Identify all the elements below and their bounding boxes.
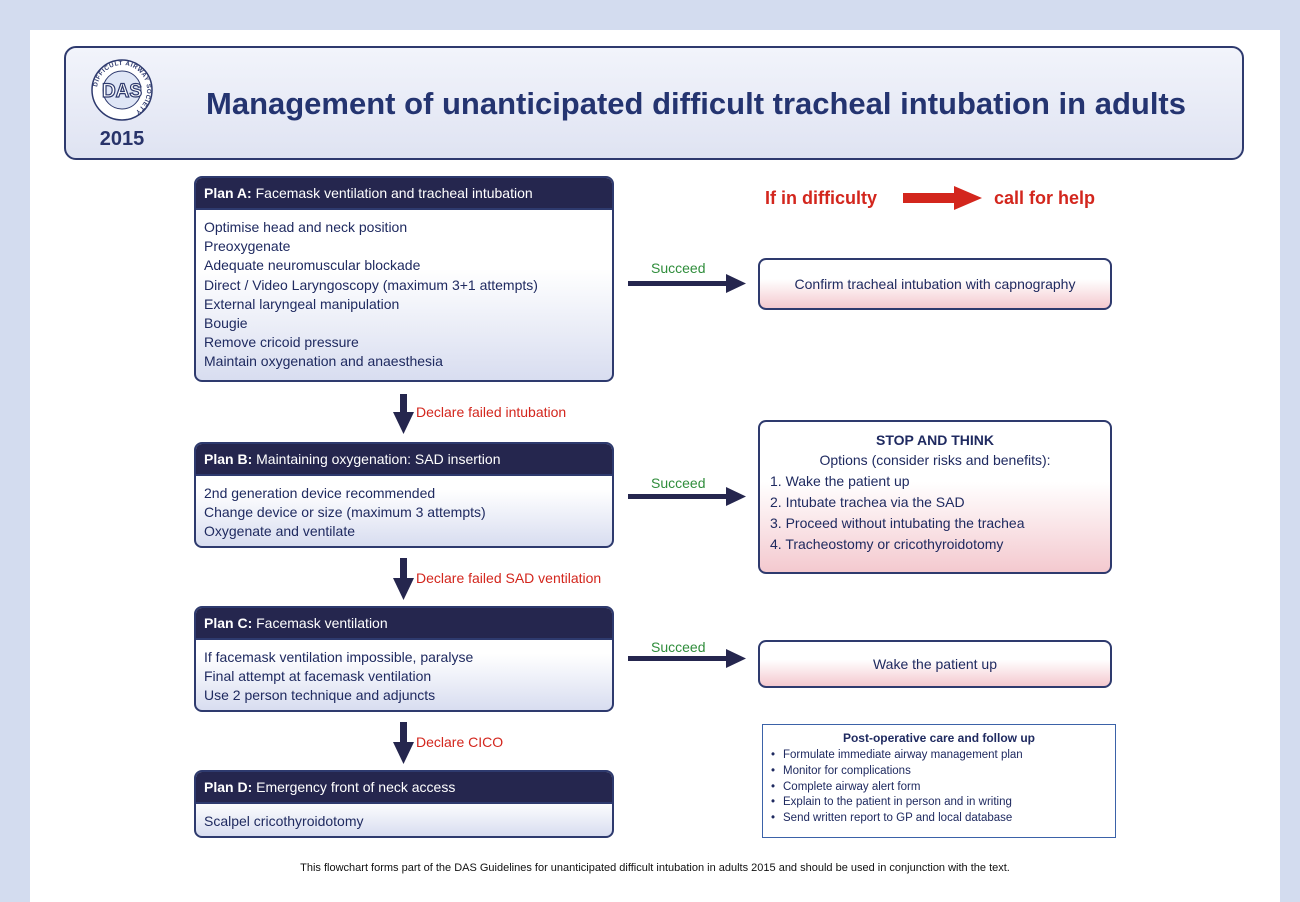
declare-failed-intubation: Declare failed intubation (416, 404, 567, 420)
post-op-item: Monitor for complications (763, 764, 1115, 780)
stop-option: 3. Proceed without intubating the trache… (770, 515, 1025, 531)
stop-and-think-box: STOP AND THINK Options (consider risks a… (758, 420, 1112, 574)
help-text-left: If in difficulty (765, 188, 877, 208)
stop-option: 2. Intubate trachea via the SAD (770, 494, 965, 510)
stop-option: 1. Wake the patient up (770, 473, 910, 489)
plan-b-header: Plan B: Maintaining oxygenation: SAD ins… (196, 444, 612, 476)
plan-d-title: Emergency front of neck access (256, 779, 456, 795)
post-op-item: Complete airway alert form (763, 780, 1115, 796)
plan-b-body: 2nd generation device recommended Change… (196, 476, 612, 546)
stop-subtitle: Options (consider risks and benefits): (819, 452, 1051, 468)
post-op-item: Send written report to GP and local data… (763, 811, 1115, 827)
plan-a-item: Preoxygenate (204, 238, 291, 255)
logo-text: DAS (102, 81, 142, 102)
stop-title: STOP AND THINK (876, 432, 994, 448)
plan-a-item: Maintain oxygenation and anaesthesia (204, 353, 443, 370)
confirm-intubation-box: Confirm tracheal intubation with capnogr… (758, 258, 1112, 310)
wake-patient-text: Wake the patient up (872, 656, 997, 672)
plan-b-item: Oxygenate and ventilate (204, 523, 355, 540)
plan-a-item: External laryngeal manipulation (204, 295, 400, 312)
succeed-label-a: Succeed (651, 260, 706, 276)
arrows-layer (393, 186, 982, 764)
post-op-item: Explain to the patient in person and in … (763, 795, 1115, 811)
succeed-arrow-c-icon (628, 649, 746, 668)
succeed-label-b: Succeed (651, 475, 706, 491)
plan-c-title: Facemask ventilation (256, 615, 388, 631)
plan-a-label: Plan A: (204, 185, 252, 201)
stop-option: 4. Tracheostomy or cricothyroidotomy (770, 536, 1004, 552)
plan-b-item: 2nd generation device recommended (204, 485, 436, 501)
plan-c-label: Plan C: (204, 615, 253, 631)
plan-d-label: Plan D: (204, 779, 253, 795)
flowchart-page: DIFFICULT AIRWAY SOCIETY DAS 2015 Manage… (30, 30, 1280, 902)
post-op-item: Formulate immediate airway management pl… (763, 748, 1115, 764)
succeed-arrow-a-icon (628, 274, 746, 293)
plan-d-box: Plan D: Emergency front of neck access S… (194, 770, 614, 838)
declare-failed-sad: Declare failed SAD ventilation (416, 570, 602, 586)
succeed-arrow-b-icon (628, 487, 746, 506)
plan-c-header: Plan C: Facemask ventilation (196, 608, 612, 640)
plan-c-item: Final attempt at facemask ventilation (204, 668, 432, 685)
plan-c-item: If facemask ventilation impossible, para… (204, 649, 474, 665)
succeed-label-c: Succeed (651, 639, 706, 655)
down-arrow-a-icon (393, 394, 414, 434)
plan-d-header: Plan D: Emergency front of neck access (196, 772, 612, 804)
plan-b-item: Change device or size (maximum 3 attempt… (204, 504, 486, 521)
plan-d-body: Scalpel cricothyroidotomy (196, 804, 612, 836)
footer-note: This flowchart forms part of the DAS Gui… (300, 862, 1010, 874)
plan-a-box: Plan A: Facemask ventilation and trachea… (194, 176, 614, 382)
down-arrow-c-icon (393, 722, 414, 764)
plan-d-item: Scalpel cricothyroidotomy (204, 813, 364, 829)
plan-b-label: Plan B: (204, 451, 253, 467)
page-title: Management of unanticipated difficult tr… (206, 86, 1186, 121)
plan-a-header: Plan A: Facemask ventilation and trachea… (196, 178, 612, 210)
post-operative-box: Post-operative care and follow up Formul… (762, 724, 1116, 838)
down-arrow-b-icon (393, 558, 414, 600)
help-text-right: call for help (994, 188, 1096, 208)
header-banner: DIFFICULT AIRWAY SOCIETY DAS 2015 Manage… (64, 46, 1244, 160)
plan-a-item: Bougie (204, 315, 248, 332)
plan-a-item: Adequate neuromuscular blockade (204, 257, 421, 274)
post-op-title: Post-operative care and follow up (842, 731, 1036, 745)
plan-b-box: Plan B: Maintaining oxygenation: SAD ins… (194, 442, 614, 548)
plan-c-body: If facemask ventilation impossible, para… (196, 640, 612, 710)
plan-c-box: Plan C: Facemask ventilation If facemask… (194, 606, 614, 712)
help-arrow-icon (903, 186, 982, 210)
plan-a-item: Optimise head and neck position (204, 219, 408, 235)
year-label: 2015 (99, 128, 145, 150)
plan-a-title: Facemask ventilation and tracheal intuba… (255, 185, 533, 201)
plan-a-body: Optimise head and neck position Preoxyge… (196, 210, 612, 378)
declare-cico: Declare CICO (416, 734, 504, 750)
plan-a-item: Remove cricoid pressure (204, 334, 359, 351)
wake-patient-box: Wake the patient up (758, 640, 1112, 688)
das-logo: DIFFICULT AIRWAY SOCIETY DAS (91, 59, 153, 121)
plan-c-item: Use 2 person technique and adjuncts (204, 687, 436, 704)
plan-a-item: Direct / Video Laryngoscopy (maximum 3+1… (204, 276, 538, 293)
confirm-intubation-text: Confirm tracheal intubation with capnogr… (794, 276, 1076, 292)
plan-b-title: Maintaining oxygenation: SAD insertion (256, 451, 501, 467)
